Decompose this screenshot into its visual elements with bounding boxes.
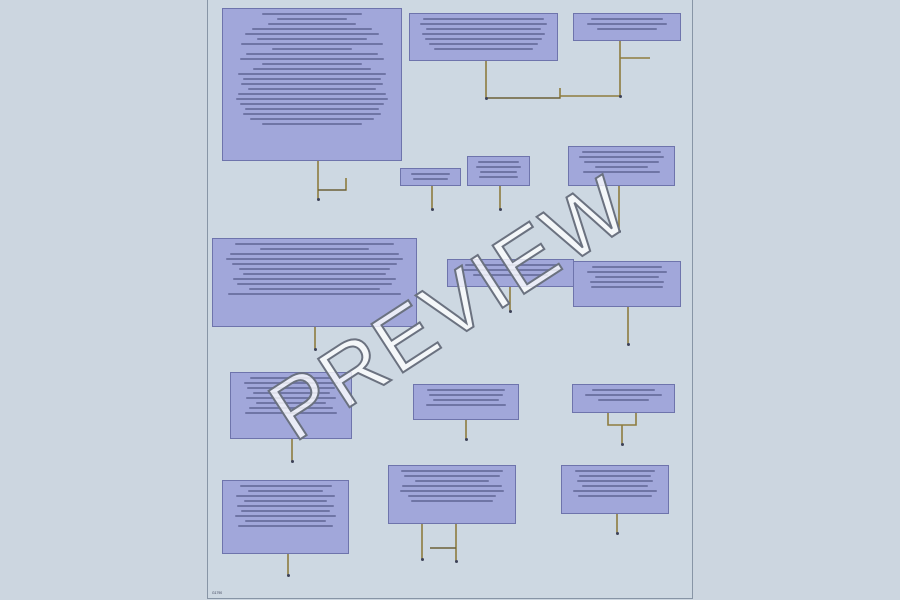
module-box xyxy=(409,13,558,61)
ground-terminal xyxy=(618,230,621,233)
module-box xyxy=(212,238,417,327)
ground-terminal xyxy=(485,97,488,100)
diagram-code: G1790 xyxy=(212,591,223,595)
module-box xyxy=(400,168,461,186)
module-box xyxy=(222,480,349,554)
ground-terminal xyxy=(287,574,290,577)
module-box xyxy=(561,465,669,514)
module-box xyxy=(573,261,681,307)
module-box xyxy=(573,13,681,41)
module-box xyxy=(222,8,402,161)
module-box xyxy=(388,465,516,524)
module-box xyxy=(230,372,352,439)
ground-terminal xyxy=(314,348,317,351)
module-box xyxy=(447,259,574,287)
ground-terminal xyxy=(431,208,434,211)
wire xyxy=(607,412,637,426)
wire xyxy=(486,88,561,99)
ground-terminal xyxy=(421,558,424,561)
module-box xyxy=(413,384,519,420)
ground-terminal xyxy=(616,532,619,535)
ground-terminal xyxy=(499,208,502,211)
ground-terminal xyxy=(621,443,624,446)
ground-terminal xyxy=(627,343,630,346)
module-box xyxy=(568,146,675,186)
ground-terminal xyxy=(619,95,622,98)
wire xyxy=(318,178,347,191)
ground-terminal xyxy=(509,310,512,313)
ground-terminal xyxy=(317,198,320,201)
ground-terminal xyxy=(465,438,468,441)
ground-terminal xyxy=(291,460,294,463)
ground-terminal xyxy=(455,560,458,563)
module-box xyxy=(467,156,530,186)
module-box xyxy=(572,384,675,413)
